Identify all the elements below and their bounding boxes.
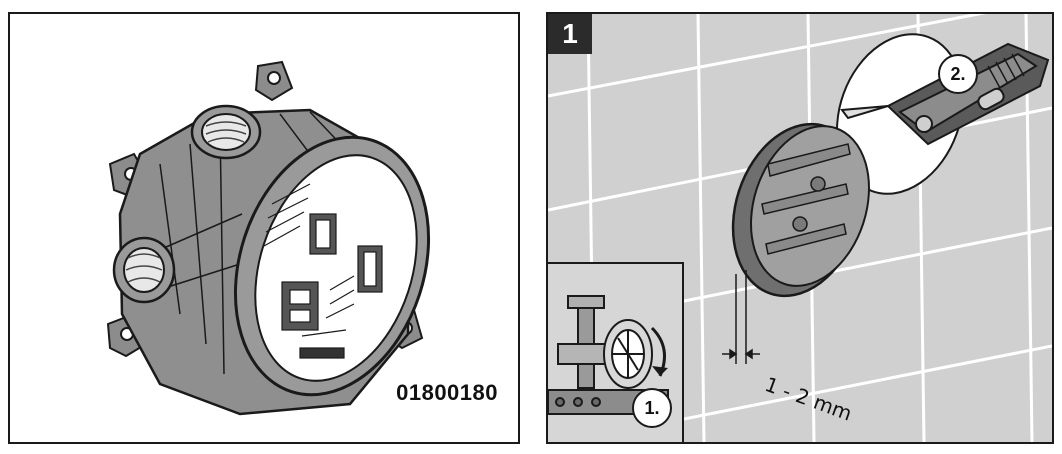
cover-plate-illustration (731, 122, 870, 298)
mounting-box-illustration (106, 60, 431, 416)
callout-step-2: 2. (938, 54, 978, 94)
step-panel: 1 2. 1 - 2 mm 1. (546, 12, 1054, 444)
top-inlet-port (190, 104, 262, 160)
utility-knife-illustration (840, 42, 1050, 146)
left-inlet-port (112, 236, 176, 304)
valve-wheel-illustration (548, 295, 669, 415)
step-number-badge: 1 (548, 14, 592, 54)
dimension-lines (722, 270, 760, 364)
part-number: 01800180 (396, 380, 498, 405)
product-panel: 01800180 (8, 12, 520, 444)
callout-step-1: 1. (632, 388, 672, 428)
tiled-wall-illustration (548, 14, 1052, 442)
valve-inset: 1. (548, 262, 684, 442)
inner-label (263, 183, 383, 359)
